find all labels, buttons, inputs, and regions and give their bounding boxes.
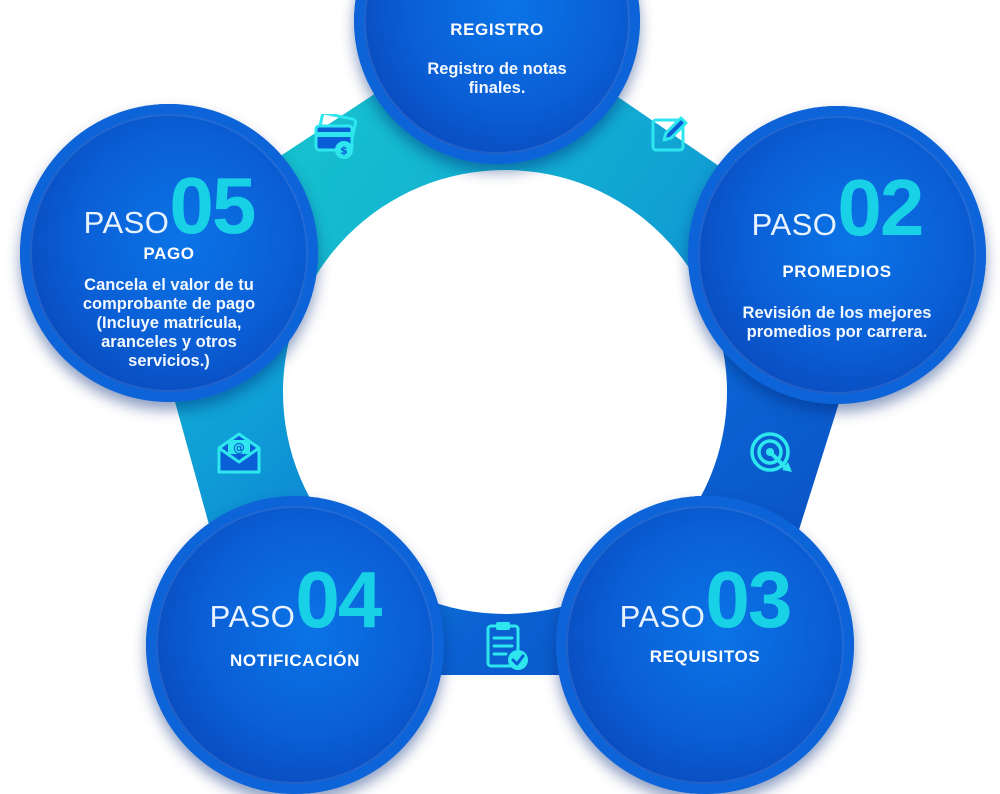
step-description: Cancela el valor de tu comprobante de pa…: [82, 276, 256, 370]
step-number: 05: [169, 161, 256, 250]
step-title: REQUISITOS: [649, 647, 761, 666]
step-circle-requisitos: PASO 03 REQUISITOS: [556, 496, 854, 794]
step-number-heading: PASO 03: [556, 560, 854, 640]
step-description: Revisión de los mejores promedios por ca…: [742, 304, 932, 341]
step-description: Registro de notas finales.: [427, 60, 567, 97]
step-number: 02: [837, 163, 924, 252]
step-number-heading: PASO 05: [20, 166, 318, 246]
email-icon: @: [217, 432, 261, 474]
step-number: 03: [705, 555, 792, 644]
step-title: REGISTRO: [450, 20, 544, 39]
step-circle-notificacion: PASO 04 NOTIFICACIÓN: [146, 496, 444, 794]
paso-label: PASO: [83, 205, 170, 240]
step-number: 04: [295, 555, 382, 644]
svg-text:$: $: [340, 144, 348, 157]
step-number-heading: PASO 02: [688, 168, 986, 248]
paso-label: PASO: [751, 207, 838, 242]
step-title: PROMEDIOS: [782, 262, 892, 281]
step-circle-promedios: PASO 02 PROMEDIOS Revisión de los mejore…: [688, 106, 986, 404]
paso-label: PASO: [209, 599, 296, 634]
edit-icon: [651, 116, 688, 152]
payment-card-icon: $: [314, 114, 358, 159]
svg-text:@: @: [233, 441, 245, 455]
clipboard-check-icon: [486, 622, 528, 670]
step-title: PAGO: [143, 244, 195, 263]
step-title: NOTIFICACIÓN: [230, 651, 360, 670]
step-number-heading: PASO 04: [146, 560, 444, 640]
target-icon: [750, 432, 792, 472]
step-circle-pago: PASO 05 PAGO Cancela el valor de tu comp…: [20, 104, 318, 402]
paso-label: PASO: [619, 599, 706, 634]
